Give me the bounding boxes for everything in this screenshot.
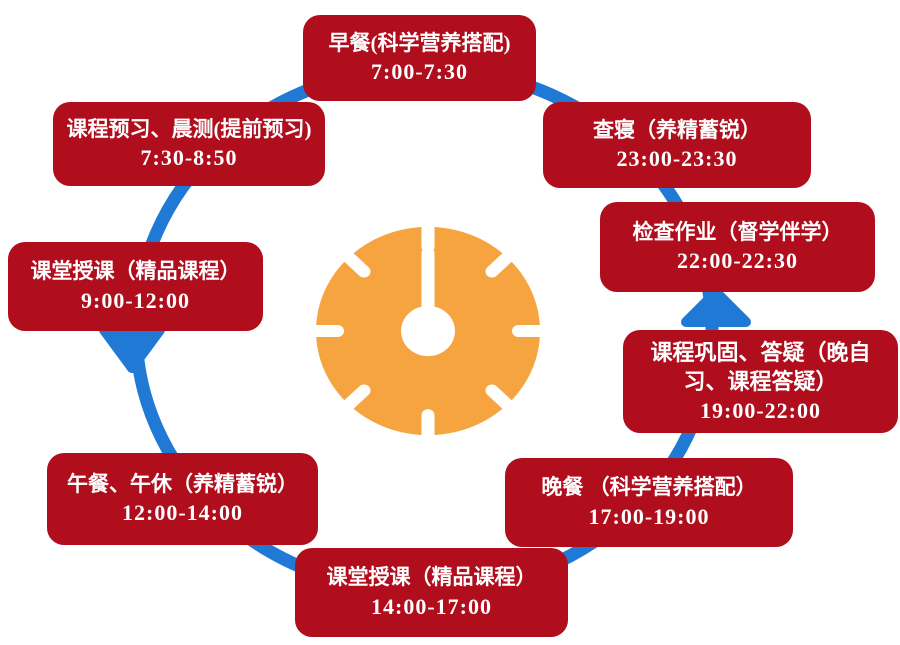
schedule-item-label: 查寝（养精蓄锐） (593, 117, 761, 142)
clock-ticks (306, 217, 550, 445)
schedule-item-time: 19:00-22:00 (700, 398, 821, 424)
schedule-item-class-morning: 课堂授课（精品课程） 9:00-12:00 (8, 242, 263, 331)
schedule-item-label: 午餐、午休（养精蓄锐） (67, 471, 298, 496)
schedule-item-time: 23:00-23:30 (616, 146, 738, 172)
schedule-item-evening-study: 课程巩固、答疑（晚自习、课程答疑） 19:00-22:00 (623, 330, 898, 433)
schedule-item-label: 晚餐 （科学营养搭配） (541, 475, 757, 500)
schedule-item-label: 早餐(科学营养搭配) (328, 30, 511, 55)
arrow-up-icon (681, 287, 751, 327)
schedule-item-label: 课堂授课（精品课程） (30, 259, 241, 284)
arrow-down-icon (99, 325, 165, 373)
schedule-item-time: 17:00-19:00 (588, 503, 710, 529)
clock-hub (401, 305, 455, 357)
schedule-item-time: 7:00-7:30 (371, 59, 468, 85)
schedule-item-label: 课堂授课（精品课程） (326, 565, 537, 590)
schedule-item-time: 14:00-17:00 (371, 593, 492, 619)
clock-hand (421, 247, 435, 324)
schedule-item-breakfast: 早餐(科学营养搭配) 7:00-7:30 (303, 15, 536, 101)
schedule-item-homework-check: 检查作业（督学伴学） 22:00-22:30 (600, 202, 875, 292)
schedule-item-label: 课程预习、晨测(提前预习) (66, 116, 312, 141)
schedule-item-time: 9:00-12:00 (81, 287, 190, 313)
schedule-item-label: 课程巩固、答疑（晚自习、课程答疑） (650, 339, 871, 394)
schedule-item-class-afternoon: 课堂授课（精品课程） 14:00-17:00 (295, 548, 568, 637)
schedule-item-time: 7:30-8:50 (140, 145, 238, 171)
schedule-item-morning-prep: 课程预习、晨测(提前预习) 7:30-8:50 (53, 102, 325, 186)
schedule-item-lunch-nap: 午餐、午休（养精蓄锐） 12:00-14:00 (47, 453, 318, 545)
schedule-item-dorm-check: 查寝（养精蓄锐） 23:00-23:30 (543, 102, 811, 188)
clock-icon (306, 217, 550, 445)
schedule-item-time: 12:00-14:00 (122, 500, 243, 526)
schedule-item-dinner: 晚餐 （科学营养搭配） 17:00-19:00 (505, 458, 793, 547)
schedule-item-time: 22:00-22:30 (677, 248, 798, 274)
schedule-item-label: 检查作业（督学伴学） (632, 219, 843, 244)
